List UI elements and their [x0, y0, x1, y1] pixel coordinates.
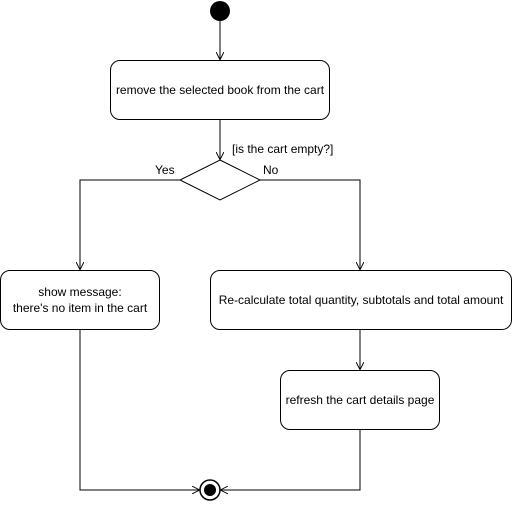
activity-refresh-page-label: refresh the cart details page — [285, 393, 435, 407]
edge-no-branch — [260, 179, 360, 269]
activity-remove-book: remove the selected book from the cart — [110, 60, 330, 120]
edge-message-to-final — [79, 330, 199, 490]
branch-yes-label: Yes — [155, 163, 175, 177]
decision-guard-label: [is the cart empty?] — [232, 142, 334, 156]
final-node-inner — [204, 484, 216, 496]
edge-refresh-to-final — [221, 430, 361, 490]
branch-no-label: No — [263, 163, 279, 177]
activity-recalculate-label: Re-calculate total quantity, subtotals a… — [218, 293, 504, 307]
edge-yes-branch — [80, 179, 180, 269]
activity-show-message: show message: there's no item in the car… — [0, 270, 160, 330]
activity-remove-book-label: remove the selected book from the cart — [115, 83, 325, 97]
decision-node — [178, 159, 262, 201]
activity-show-message-label: show message: there's no item in the car… — [13, 284, 147, 316]
activity-recalculate: Re-calculate total quantity, subtotals a… — [210, 270, 512, 330]
show-message-line-2: there's no item in the cart — [12, 301, 148, 315]
initial-node — [210, 1, 230, 21]
activity-refresh-page: refresh the cart details page — [280, 370, 440, 430]
show-message-line-1: show message: — [38, 285, 122, 299]
